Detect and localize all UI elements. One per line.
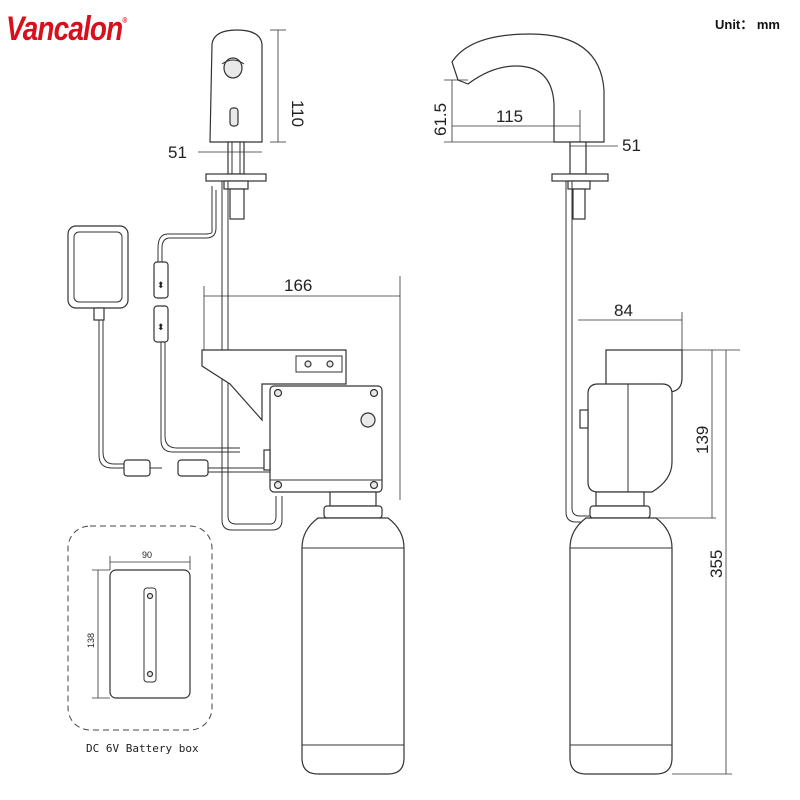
front-tube (221, 181, 283, 531)
battery-box-screw-top (146, 592, 154, 600)
front-mount-plate (205, 173, 267, 182)
connector-cable (160, 342, 240, 453)
registered-mark: ® (122, 16, 127, 25)
front-faucet-body (209, 29, 263, 143)
power-adapter (67, 225, 129, 309)
front-view: ⬍ ⬍ (67, 29, 405, 775)
dim-battery-height: 138 (86, 633, 96, 648)
bracket-slot (295, 355, 343, 373)
sensor-cable-2 (157, 186, 213, 262)
front-bracket (201, 349, 347, 422)
side-mount-plate (551, 173, 609, 182)
dim-front-base: 51 (168, 143, 187, 162)
bracket-screw-1 (304, 360, 312, 368)
box-side-port (263, 449, 271, 471)
connector-mark: ⬍ (157, 280, 165, 290)
side-faucet-spout (451, 33, 605, 143)
side-box-port (579, 409, 589, 429)
power-adapter-inner (73, 231, 123, 303)
side-tube-inner (571, 181, 596, 517)
battery-box-body (109, 569, 191, 699)
brand-logo: Vancalon® (6, 10, 127, 49)
front-sensor-nozzle (223, 57, 243, 79)
front-bottle-cap (323, 505, 383, 519)
control-box (269, 385, 383, 493)
battery-box-detail: 90 138 (67, 525, 213, 731)
battery-box-screw-bottom (146, 670, 154, 678)
adapter-plug (93, 307, 105, 321)
dim-battery-width: 90 (142, 550, 152, 560)
front-shank (227, 141, 245, 175)
side-mount-nut (567, 180, 591, 190)
adapter-cable (98, 320, 124, 469)
dim-box-depth: 84 (614, 301, 633, 320)
dc-plug-female (177, 459, 209, 477)
connector-upper (153, 261, 169, 299)
front-tube-inner (227, 181, 277, 525)
front-mount-bolt (229, 188, 245, 220)
battery-box-caption: DC 6V Battery box (86, 742, 199, 755)
dim-spout-height: 61.5 (431, 103, 450, 136)
bracket-screw-2 (326, 360, 334, 368)
connector-cable-2 (164, 342, 240, 449)
box-screw-br (369, 480, 379, 490)
side-control-box (587, 383, 673, 493)
dim-side-base: 51 (622, 136, 641, 155)
side-pump-neck (595, 491, 645, 507)
box-screw-tr (369, 388, 379, 398)
front-soap-bottle (301, 517, 405, 775)
adapter-cable-2 (102, 320, 124, 465)
dim-box-offset: 166 (284, 276, 312, 295)
dim-faucet-height: 110 (288, 100, 307, 127)
sensor-cable (161, 190, 217, 262)
side-tube (565, 181, 596, 523)
nozzle-arc (221, 59, 245, 65)
dim-overall-height: 355 (707, 550, 726, 578)
connector-mark-2: ⬍ (157, 322, 165, 332)
box-screw-bl (273, 480, 283, 490)
unit-label: Unit： mm (714, 17, 780, 32)
side-mount-bolt (572, 188, 586, 220)
dim-box-height: 139 (693, 426, 712, 454)
front-pump-neck (329, 491, 377, 507)
brand-name: Vancalon (6, 10, 123, 48)
side-view: 61.5 115 51 84 139 355 (431, 33, 740, 775)
side-bottle-cap (589, 505, 651, 519)
battery-box-slot (143, 587, 157, 683)
dim-spout-reach: 115 (496, 107, 523, 126)
box-reset-button (360, 412, 376, 428)
side-soap-bottle (569, 517, 673, 775)
battery-box-frame (67, 525, 213, 731)
side-shank (569, 141, 587, 175)
front-sensor-window (229, 107, 239, 127)
box-screw-tl (273, 388, 283, 398)
dc-plug-male (123, 459, 151, 477)
